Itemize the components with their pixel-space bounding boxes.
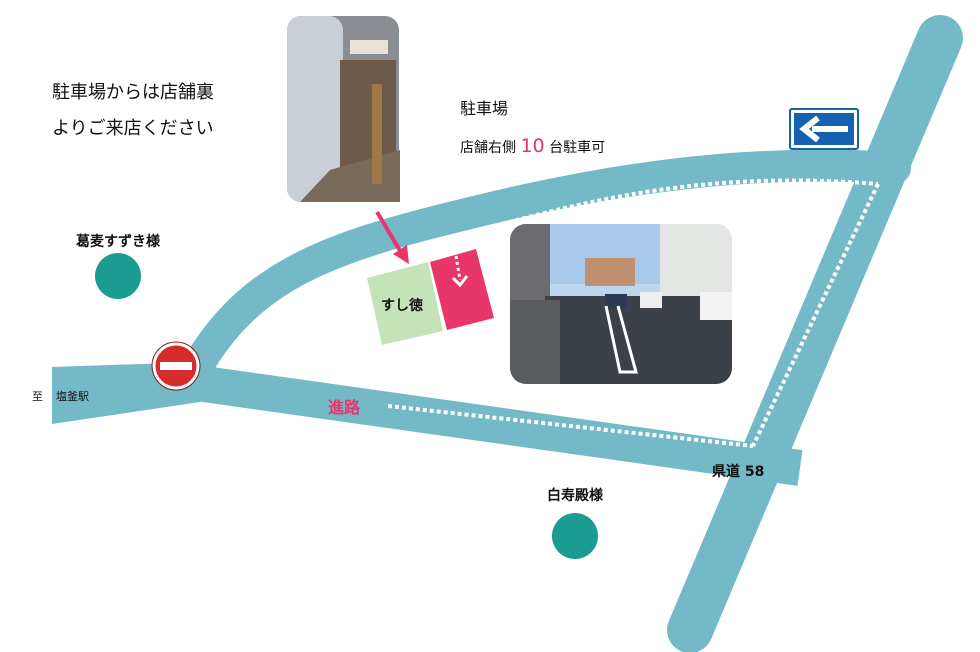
shop-building: すし徳	[367, 249, 494, 345]
lower-road	[187, 364, 803, 486]
landmark-north-marker	[95, 253, 141, 299]
landmark-north: 葛麦すずき様	[75, 233, 161, 299]
route-label: 進路	[328, 398, 361, 417]
parking-capacity-prefix: 店舗右側	[460, 140, 516, 156]
route-upper	[447, 178, 879, 240]
parking-lot-photo	[510, 224, 732, 384]
landmark-south-marker	[552, 513, 598, 559]
route-east	[751, 183, 880, 447]
shop-block	[367, 262, 443, 345]
roads	[52, 15, 963, 652]
shop-entrance-photo	[287, 16, 400, 202]
notice-line-2: よりご来店ください	[52, 118, 214, 139]
no-entry-sign	[151, 341, 201, 391]
entrance-arrow	[375, 210, 409, 264]
parking-capacity-number: 10	[520, 135, 544, 157]
entry-chevron-icon	[451, 275, 469, 288]
east-main-road	[667, 15, 963, 652]
upper-curved-road	[184, 149, 911, 378]
station-label: 塩釜駅	[56, 389, 89, 403]
no-entry-icon	[160, 362, 192, 370]
parking-capacity: 店舗右側 10 台駐車可	[460, 135, 605, 157]
parking-entrance-block	[430, 249, 494, 330]
parking-capacity-suffix: 台駐車可	[549, 139, 605, 156]
route-lower	[387, 404, 754, 448]
shop-label: すし徳	[381, 297, 423, 314]
parking-title: 駐車場	[460, 99, 508, 118]
landmark-north-label: 葛麦すずき様	[75, 233, 161, 250]
left-arrow-icon	[799, 115, 820, 143]
notice-line-1: 駐車場からは店舗裏	[52, 82, 214, 103]
station-prefix: 至	[32, 390, 43, 403]
prefectural-road-label: 県道 58	[712, 463, 764, 480]
landmark-south: 白寿殿様	[547, 487, 604, 559]
landmark-south-label: 白寿殿様	[547, 487, 604, 504]
one-way-sign	[789, 108, 859, 150]
